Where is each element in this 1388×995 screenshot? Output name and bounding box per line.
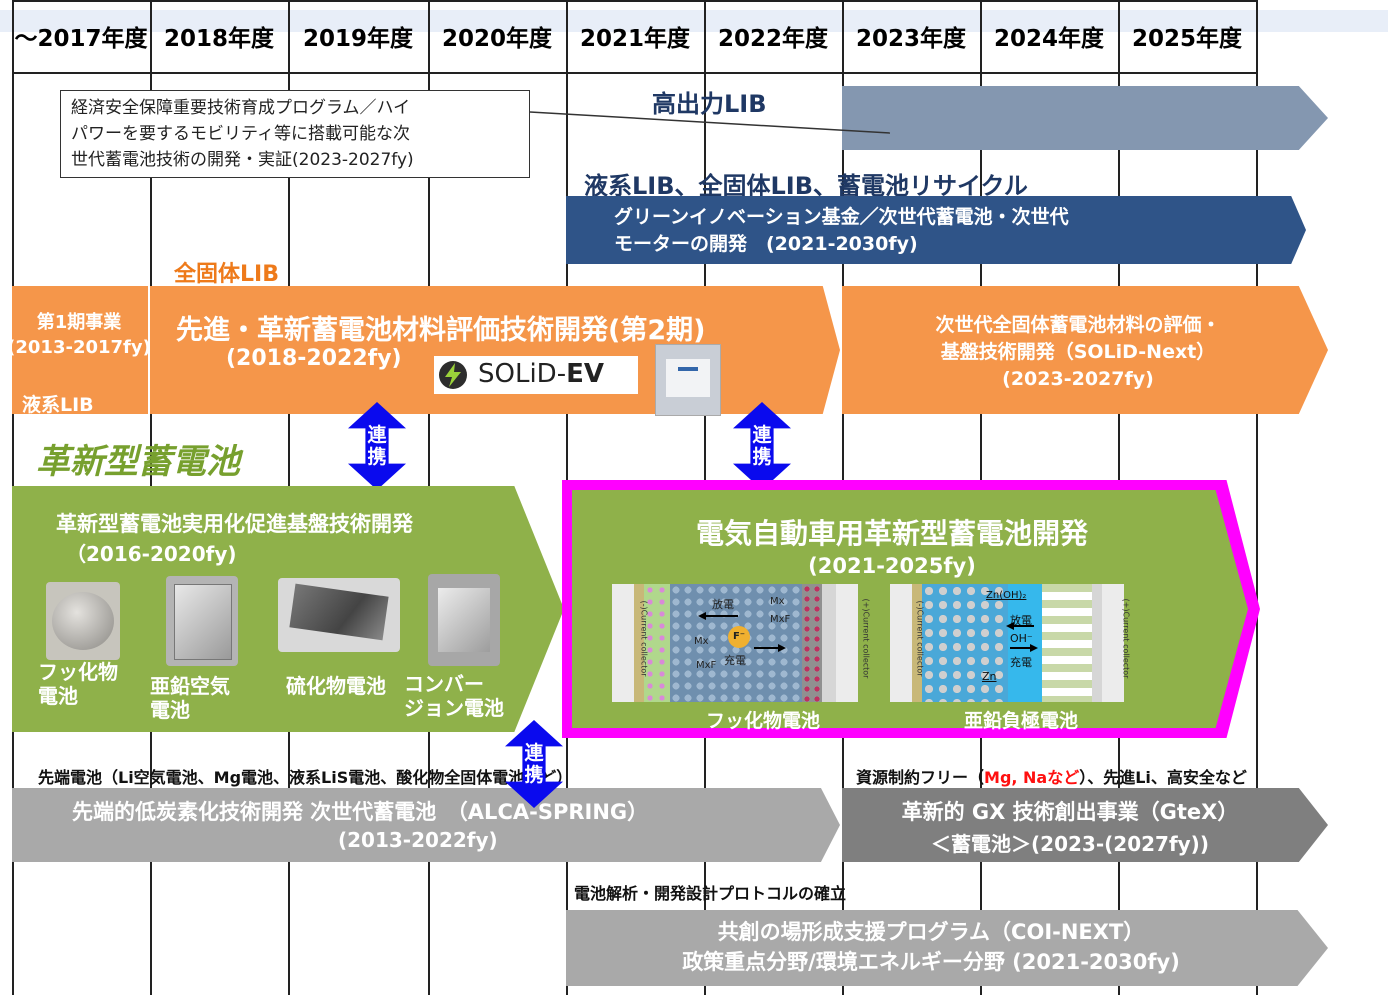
gtex-note-pre: 資源制約フリー（ [856,768,985,787]
solid-next-arrow [842,286,1328,414]
header-top-line [12,0,1256,2]
zinc-diagram-label: 亜鉛負極電池 [964,710,1079,732]
gtex-note-red: Mg, Naなど [984,768,1080,787]
grid-line [1256,0,1258,995]
solid-next-title: 次世代全固体蓄電池材料の評価・ 基盤技術開発（SOLiD-Next） (2023… [935,314,1221,390]
phase1-category: 液系LIB [22,394,94,416]
top-band [0,10,1388,32]
renkei-label-1: 連 携 [367,424,387,468]
photo-label-conversion: コンバー ジョン電池 [404,672,504,720]
gi-arrow [566,196,1306,264]
gtex-note-post: ）、先進Li、高安全など [1079,768,1247,787]
gtex-arrow [842,788,1328,862]
ion-arrows [698,612,786,652]
alca-note: 先端電池（Li空気電池、Mg電池、液系LiS電池、酸化物全固体電池など） [38,768,573,787]
coi-sub: 政策重点分野/環境エネルギー分野 (2021-2030fy) [682,950,1180,974]
solid-ev-title: 先進・革新蓄電池材料評価技術開発(第2期) [176,315,706,346]
pouch-cell-photo [655,344,721,416]
mx-label-left: Mx [694,636,709,647]
zinc-battery-diagram: (-)Current collector (+)Current collecto… [890,584,1130,702]
year-header-1: 2018年度 [163,26,274,52]
phase1-box [12,286,148,414]
gtex-title: 革新的 GX 技術創出事業（GteX） [901,800,1239,824]
sulfide-cell-photo [278,578,400,652]
year-header-2: 2019年度 [302,26,413,52]
rising-title: 革新型蓄電池実用化促進基盤技術開発 [56,512,413,536]
fluoride-ion-label: F⁻ [728,626,750,648]
logo-text: SOLiD- [478,359,567,389]
rising-period: （2016-2020fy) [66,542,237,566]
alca-period: (2013-2022fy) [338,828,498,852]
photo-label-zinc-air: 亜鉛空気 電池 [150,674,230,722]
callout-box: 経済安全保障重要技術育成プログラム／ハイ パワーを要するモビリティ等に搭載可能な… [60,90,530,178]
hp-lib-arrow [842,86,1328,150]
zinc-air-cell-photo [166,576,238,666]
renkei-label-2: 連 携 [752,424,772,468]
alca-arrow [12,788,840,862]
fluoride-cell-photo [46,582,120,660]
solid-ev-logo: SOLiD-EV [434,356,638,394]
gtex-note: 資源制約フリー（Mg, Naなど）、先進Li、高安全など [856,764,1247,788]
renkei-label-3: 連 携 [524,742,544,786]
mxf-label-right: MxF [770,614,791,625]
logo-bold: EV [566,359,604,389]
alca-title: 先端的低炭素化技術開発 次世代蓄電池 （ALCA-SPRING） [72,800,649,824]
phase1-label: 第1期事業 (2013-2017fy) [7,312,151,358]
gtex-period: ＜蓄電池＞(2023-(2027fy)) [931,832,1209,856]
year-header-4: 2021年度 [579,26,690,52]
year-header-5: 2022年度 [717,26,828,52]
gi-title: グリーンイノベーション基金／次世代蓄電池・次世代 モーターの開発 (2021-2… [614,206,1069,255]
fluoride-diagram-label: フッ化物電池 [706,710,821,732]
ev-battery-title: 電気自動車用革新型蓄電池開発 [695,517,1088,550]
ev-battery-period: (2021-2025fy) [808,554,976,578]
coi-title: 共創の場形成支援プログラム（COI-NEXT） [717,920,1145,944]
hp-lib-category: 高出力LIB [652,90,767,118]
coi-arrow [566,910,1328,986]
gi-category: 液系LIB、全固体LIB、蓄電池リサイクル [584,172,1028,200]
year-header-8: 2025年度 [1131,26,1242,52]
innovative-category: 革新型蓄電池 [36,442,240,482]
zinc-discharge-label: 放電 [1010,614,1032,627]
year-header-6: 2023年度 [855,26,966,52]
discharge-label: 放電 [712,598,734,611]
zn-oh-label: Zn(OH)₂ [986,590,1027,601]
zinc-charge-label: 充電 [1010,656,1032,669]
charge-label: 充電 [724,654,746,667]
coi-note: 電池解析・開発設計プロトコルの確立 [574,884,847,903]
year-header-7: 2024年度 [993,26,1104,52]
callout-pointer [529,111,891,134]
header-bottom-line [12,72,1256,74]
solid-category: 全固体LIB [174,262,279,287]
mx-label-right: Mx [770,596,785,607]
year-header-0: 〜2017年度 [14,26,148,52]
oh-label: OH⁻ [1010,632,1033,645]
zinc-ion-arrows [1006,622,1038,652]
solid-ev-period: (2018-2022fy) [226,346,402,371]
mxf-label-left: MxF [696,660,717,671]
year-header-3: 2020年度 [441,26,552,52]
photo-label-fluoride: フッ化物 電池 [38,660,118,708]
zn-label: Zn [982,670,997,683]
collector-pos-label: (+)Current collector [861,598,871,679]
conversion-cell-photo [428,574,500,666]
fluoride-battery-diagram: (-)Current collector (+)Current collecto… [612,584,870,702]
lightning-icon [439,361,467,389]
photo-label-sulfide: 硫化物電池 [286,674,386,698]
